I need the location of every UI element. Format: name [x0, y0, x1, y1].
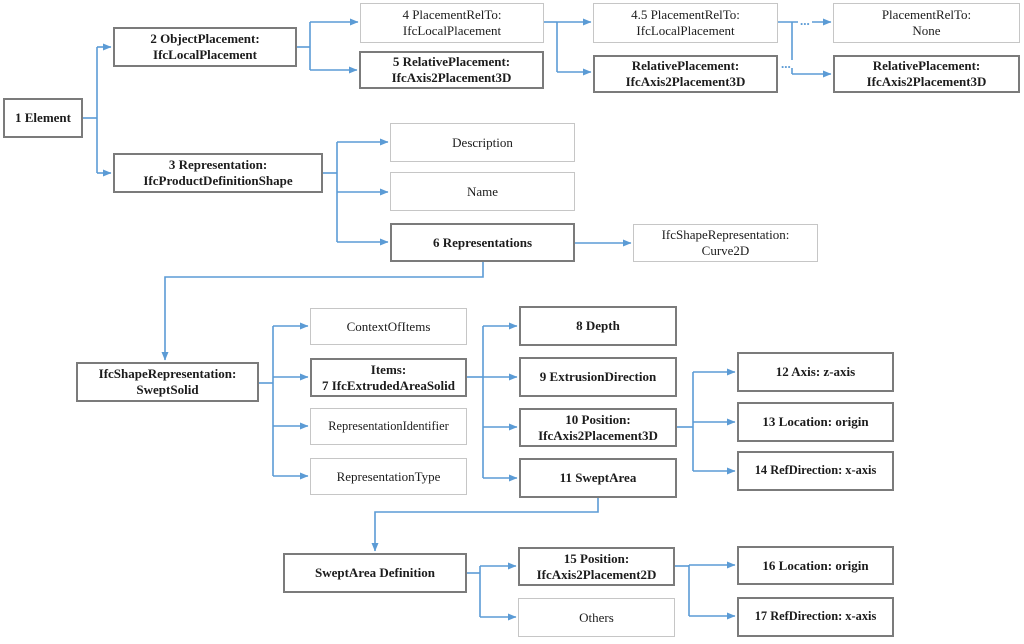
node-name: Name	[390, 172, 575, 211]
node-element: 1 Element	[3, 98, 83, 138]
connector-arrows	[97, 18, 832, 621]
node-representation-identifier: RepresentationIdentifier	[310, 408, 467, 445]
node-representation-type: RepresentationType	[310, 458, 467, 495]
node-representation: 3 Representation: IfcProductDefinitionSh…	[113, 153, 323, 193]
node-swept-area-definition: SweptArea Definition	[283, 553, 467, 593]
node-relative-placement-5: 5 RelativePlacement: IfcAxis2Placement3D	[359, 51, 544, 89]
node-placement-rel-to-4: 4 PlacementRelTo: IfcLocalPlacement	[360, 3, 544, 43]
ellipsis-bottom: ...	[779, 56, 793, 71]
node-relative-placement-right: RelativePlacement: IfcAxis2Placement3D	[833, 55, 1020, 93]
node-ref-direction-17: 17 RefDirection: x-axis	[737, 597, 894, 637]
node-context-of-items: ContextOfItems	[310, 308, 467, 345]
node-relative-placement-mid: RelativePlacement: IfcAxis2Placement3D	[593, 55, 778, 93]
node-position-15: 15 Position: IfcAxis2Placement2D	[518, 547, 675, 586]
node-swept-area-11: 11 SweptArea	[519, 458, 677, 498]
node-swept-solid: IfcShapeRepresentation: SweptSolid	[76, 362, 259, 402]
node-others: Others	[518, 598, 675, 637]
node-position-10: 10 Position: IfcAxis2Placement3D	[519, 408, 677, 447]
node-items-7: Items: 7 IfcExtrudedAreaSolid	[310, 358, 467, 397]
node-location-16: 16 Location: origin	[737, 546, 894, 585]
node-placement-rel-to-45: 4.5 PlacementRelTo: IfcLocalPlacement	[593, 3, 778, 43]
node-object-placement: 2 ObjectPlacement: IfcLocalPlacement	[113, 27, 297, 67]
node-location-13: 13 Location: origin	[737, 402, 894, 442]
ellipsis-top: ...	[798, 13, 812, 28]
node-representations-6: 6 Representations	[390, 223, 575, 262]
connector-trunks	[83, 21, 793, 617]
node-curve2d: IfcShapeRepresentation: Curve2D	[633, 224, 818, 262]
node-placement-rel-to-none: PlacementRelTo: None	[833, 3, 1020, 43]
node-description: Description	[390, 123, 575, 162]
node-axis-12: 12 Axis: z-axis	[737, 352, 894, 392]
node-depth-8: 8 Depth	[519, 306, 677, 346]
node-ref-direction-14: 14 RefDirection: x-axis	[737, 451, 894, 491]
node-extrusion-direction-9: 9 ExtrusionDirection	[519, 357, 677, 397]
